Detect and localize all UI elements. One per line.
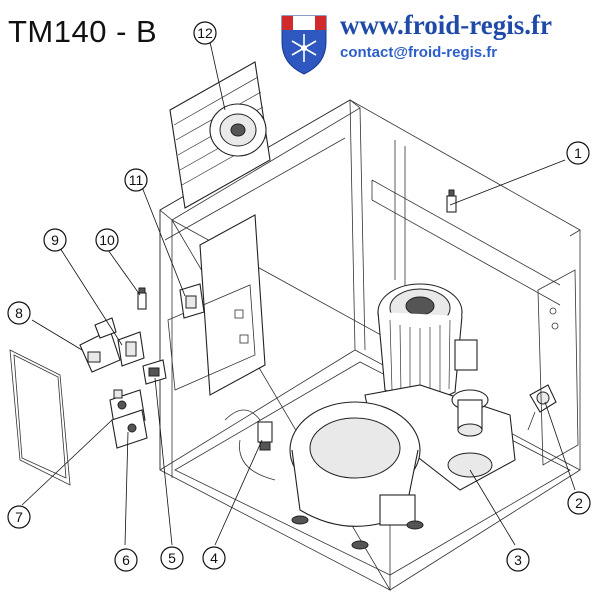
callout-8-number: 8 [15, 305, 23, 321]
callout-3[interactable]: 3 [506, 548, 530, 572]
callout-8[interactable]: 8 [7, 301, 31, 325]
callout-5[interactable]: 5 [160, 546, 184, 570]
callout-6[interactable]: 6 [114, 548, 138, 572]
callout-1[interactable]: 1 [566, 141, 590, 165]
callout-5-number: 5 [168, 550, 176, 566]
callout-4[interactable]: 4 [202, 546, 226, 570]
callout-2[interactable]: 2 [567, 491, 591, 515]
callout-12[interactable]: 12 [193, 21, 217, 45]
part-4-relay [257, 421, 273, 451]
callout-9[interactable]: 9 [43, 228, 67, 252]
contact-email-link[interactable]: contact@froid-regis.fr [340, 44, 498, 61]
part-2-valve [527, 269, 579, 466]
callout-2-number: 2 [575, 495, 583, 511]
callout-12-number: 12 [197, 25, 213, 41]
callout-6-number: 6 [122, 552, 130, 568]
part-8-relay [79, 317, 121, 373]
callout-10-number: 10 [99, 232, 115, 248]
callout-1-number: 1 [574, 145, 582, 161]
part-9-transformer [117, 331, 145, 367]
callout-7-number: 7 [15, 509, 23, 525]
snowflake-shield-logo [281, 15, 327, 75]
condenser-fan-assembly [169, 61, 271, 209]
leader-lines [21, 41, 576, 546]
callout-9-number: 9 [51, 232, 59, 248]
callout-11-number: 11 [129, 172, 144, 188]
control-mounting-plate [167, 214, 266, 396]
callout-10[interactable]: 10 [95, 228, 119, 252]
callout-7[interactable]: 7 [7, 505, 31, 529]
gear-motor-assembly [364, 283, 516, 491]
part-1-component [446, 189, 457, 213]
part-5-switch [142, 359, 167, 385]
model-title: TM140 - B [8, 14, 158, 49]
front-panel [9, 349, 71, 486]
part-10-fuse [137, 287, 147, 310]
callout-11[interactable]: 11 [124, 168, 148, 192]
website-link[interactable]: www.froid-regis.fr [340, 10, 552, 40]
callout-3-number: 3 [514, 552, 522, 568]
part-6-7-contactor [109, 389, 148, 449]
compressor [224, 401, 424, 550]
callout-4-number: 4 [210, 550, 218, 566]
part-11-terminal [179, 283, 205, 319]
